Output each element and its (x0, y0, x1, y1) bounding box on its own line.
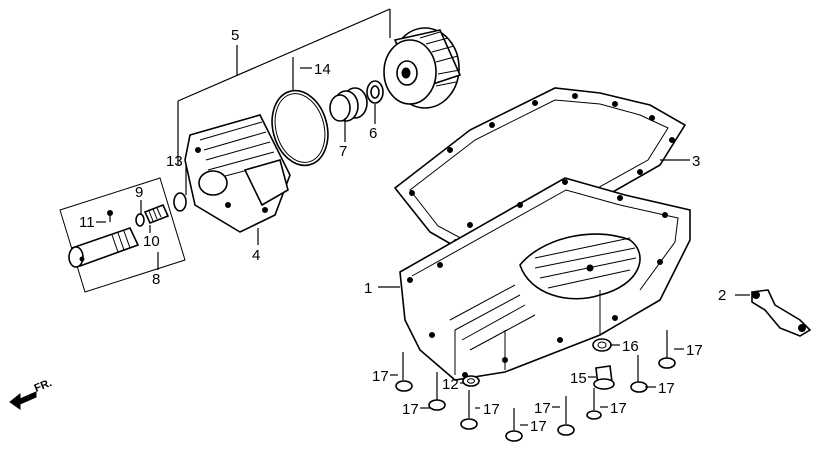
callout-17-b: 17 (402, 401, 419, 418)
callout-9: 9 (135, 184, 143, 201)
callout-17-e: 17 (534, 400, 551, 417)
front-direction-marker: FR. (9, 377, 54, 410)
washer-12 (462, 375, 480, 387)
leader-lines (96, 8, 750, 426)
bolt-17-b (428, 372, 446, 411)
bolt-17-g (630, 355, 648, 393)
o-ring-14 (271, 89, 329, 167)
callout-2: 2 (718, 287, 726, 304)
relief-valve-spring (143, 203, 170, 225)
callout-17-g: 17 (658, 380, 675, 397)
oil-pipe-2 (751, 289, 812, 337)
callout-17-h: 17 (686, 342, 703, 359)
callout-13: 13 (166, 153, 183, 170)
callout-11: 11 (79, 214, 95, 231)
callout-6: 6 (369, 125, 377, 142)
callout-16: 16 (622, 338, 639, 355)
relief-valve-pin (107, 210, 113, 222)
callout-12: 12 (442, 376, 459, 393)
drain-bolt-15 (593, 365, 615, 390)
callout-17-f: 17 (610, 400, 627, 417)
bolt-17-f (586, 388, 602, 420)
oil-filter-element (383, 27, 462, 109)
callout-5: 5 (231, 27, 239, 44)
washer-16 (592, 338, 612, 352)
oil-pan-1 (399, 177, 691, 381)
front-label: FR. (33, 377, 54, 395)
callout-14: 14 (314, 61, 331, 78)
bolt-17-a (395, 352, 413, 392)
callout-4: 4 (252, 247, 260, 264)
callout-10: 10 (143, 233, 160, 250)
o-ring-13 (173, 192, 187, 212)
callout-3: 3 (692, 153, 700, 170)
callout-15: 15 (570, 370, 587, 387)
callout-7: 7 (339, 143, 347, 160)
callout-8: 8 (152, 271, 160, 288)
spring-7 (329, 87, 368, 122)
callout-1: 1 (364, 280, 372, 297)
callout-17-d: 17 (530, 418, 547, 435)
bolt-17-h (658, 330, 676, 369)
bolt-17-c (460, 390, 478, 430)
relief-valve-body (68, 227, 140, 268)
relief-valve-washer (135, 213, 145, 227)
callout-17-a: 17 (372, 368, 389, 385)
bolt-17-d (505, 408, 523, 442)
washer-6 (366, 80, 384, 104)
callout-labels: 5 14 6 7 3 13 4 9 11 10 8 1 2 16 15 12 1… (79, 27, 726, 435)
callout-17-c: 17 (483, 401, 500, 418)
front-arrow-icon (9, 391, 37, 410)
bolt-17-e (557, 396, 575, 436)
filter-cover-4 (184, 114, 291, 233)
